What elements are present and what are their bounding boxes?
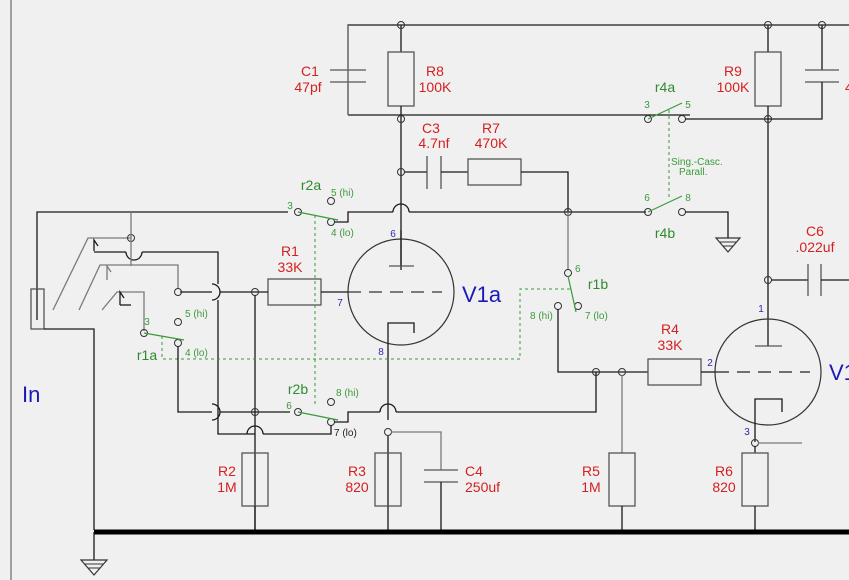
r2b-label: r2b bbox=[288, 381, 308, 397]
r8-value: 100K bbox=[419, 79, 452, 95]
r4-name: R4 bbox=[661, 321, 679, 337]
v1a-pin-plate: 6 bbox=[390, 229, 396, 240]
r2a-label: r2a bbox=[301, 177, 321, 193]
v1a-pin-grid: 7 bbox=[337, 298, 343, 309]
v1a-label: V1a bbox=[462, 282, 502, 307]
switch-r4[interactable]: 3 5 r4a Sing.-Casc. Parall. 6 8 r4b bbox=[644, 79, 768, 241]
resistor-r2: R2 1M bbox=[217, 452, 269, 507]
v1b-pin-cathode: 3 bbox=[744, 427, 750, 438]
r2a-pin-common: 3 bbox=[287, 201, 293, 212]
r4-note-line1: Sing.-Casc. bbox=[671, 157, 723, 168]
ground-icon bbox=[79, 559, 109, 576]
r8-name: R8 bbox=[426, 63, 444, 79]
r1-value: 33K bbox=[278, 259, 304, 275]
resistor-r7: R7 470K bbox=[467, 120, 569, 212]
c6-value: .022uf bbox=[796, 239, 835, 255]
c3-name: C3 bbox=[422, 120, 440, 136]
resistor-r6: R6 820 bbox=[712, 446, 769, 530]
input-jack bbox=[30, 212, 255, 530]
r4a-pin-common: 3 bbox=[644, 100, 650, 111]
switch-r1b[interactable]: 6 r1b 8 (hi) 7 (lo) bbox=[530, 264, 648, 376]
r9-value: 100K bbox=[717, 79, 750, 95]
r1a-pin-a: 5 (hi) bbox=[185, 309, 208, 320]
r4b-pin-b: 8 bbox=[685, 193, 691, 204]
v1b-label: V1 bbox=[829, 360, 849, 385]
r1b-label: r1b bbox=[588, 276, 608, 292]
switch-r2a[interactable]: r2a 3 5 (hi) 4 (lo) bbox=[287, 177, 354, 405]
capacitor-c1: C1 47pf bbox=[294, 25, 366, 115]
r2b-pin-common: 6 bbox=[286, 401, 292, 412]
capacitor-partial: 4 bbox=[768, 21, 849, 120]
partial-cap-value: 4 bbox=[845, 79, 849, 95]
r4a-label: r4a bbox=[655, 79, 675, 95]
r4a-pin-b: 5 bbox=[685, 100, 691, 111]
r6-value: 820 bbox=[712, 479, 736, 495]
r2-value: 1M bbox=[217, 479, 236, 495]
wire-mid bbox=[36, 203, 646, 320]
r3-value: 820 bbox=[345, 479, 369, 495]
capacitor-c4: C4 250uf bbox=[391, 431, 500, 530]
c1-value: 47pf bbox=[294, 79, 321, 95]
c1-name: C1 bbox=[301, 63, 319, 79]
r4b-label: r4b bbox=[655, 225, 675, 241]
resistor-r8: R8 100K bbox=[387, 21, 452, 270]
r5-value: 1M bbox=[581, 479, 600, 495]
r2a-pin-b: 4 (lo) bbox=[331, 228, 354, 239]
r1-name: R1 bbox=[281, 243, 299, 259]
r7-value: 470K bbox=[475, 135, 508, 151]
capacitor-c3: C3 4.7nf bbox=[397, 120, 468, 189]
c6-name: C6 bbox=[806, 223, 824, 239]
r2-name: R2 bbox=[218, 463, 236, 479]
tube-v1b: 1 2 3 V1 bbox=[707, 304, 849, 447]
r1b-pin-a: 8 (hi) bbox=[530, 311, 553, 322]
v1b-pin-grid: 2 bbox=[707, 358, 713, 369]
resistor-r5: R5 1M bbox=[581, 375, 636, 530]
r4-note-line2: Parall. bbox=[679, 167, 707, 178]
switch-r1a[interactable]: 3 5 (hi) 4 (lo) r1a bbox=[137, 288, 570, 421]
r2a-pin-a: 5 (hi) bbox=[331, 188, 354, 199]
r1a-label: r1a bbox=[137, 347, 157, 363]
input-label: In bbox=[22, 382, 40, 407]
r2b-pin-a: 8 (hi) bbox=[336, 388, 359, 399]
v1b-pin-plate: 1 bbox=[758, 304, 764, 315]
top-rail bbox=[347, 24, 849, 116]
resistor-r3: R3 820 bbox=[345, 428, 402, 530]
r4-value: 33K bbox=[658, 337, 684, 353]
r1a-pin-b: 4 (lo) bbox=[185, 348, 208, 359]
resistor-r1: R1 33K bbox=[180, 243, 348, 530]
r9-name: R9 bbox=[724, 63, 742, 79]
ground-icon bbox=[714, 237, 742, 253]
r1a-pin-common: 3 bbox=[144, 317, 150, 328]
r2b-pin-b: 7 (lo) bbox=[334, 428, 357, 439]
r4b-pin-common: 6 bbox=[644, 193, 650, 204]
tube-v1a: 6 7 8 V1a bbox=[337, 229, 502, 420]
r6-name: R6 bbox=[715, 463, 733, 479]
r1b-pin-b: 7 (lo) bbox=[585, 311, 608, 322]
r7-name: R7 bbox=[482, 120, 500, 136]
r1b-pin-common: 6 bbox=[575, 264, 581, 275]
c4-name: C4 bbox=[465, 463, 483, 479]
capacitor-c6: C6 .022uf bbox=[764, 223, 849, 296]
r5-name: R5 bbox=[582, 463, 600, 479]
v1a-pin-cathode: 8 bbox=[378, 347, 384, 358]
c4-value: 250uf bbox=[465, 479, 500, 495]
resistor-r9: R9 100K bbox=[717, 21, 782, 320]
r3-name: R3 bbox=[348, 463, 366, 479]
resistor-r4: R4 33K bbox=[647, 321, 716, 386]
c3-value: 4.7nf bbox=[418, 135, 449, 151]
switch-r2b[interactable]: r2b 6 8 (hi) 7 (lo) bbox=[246, 372, 597, 439]
